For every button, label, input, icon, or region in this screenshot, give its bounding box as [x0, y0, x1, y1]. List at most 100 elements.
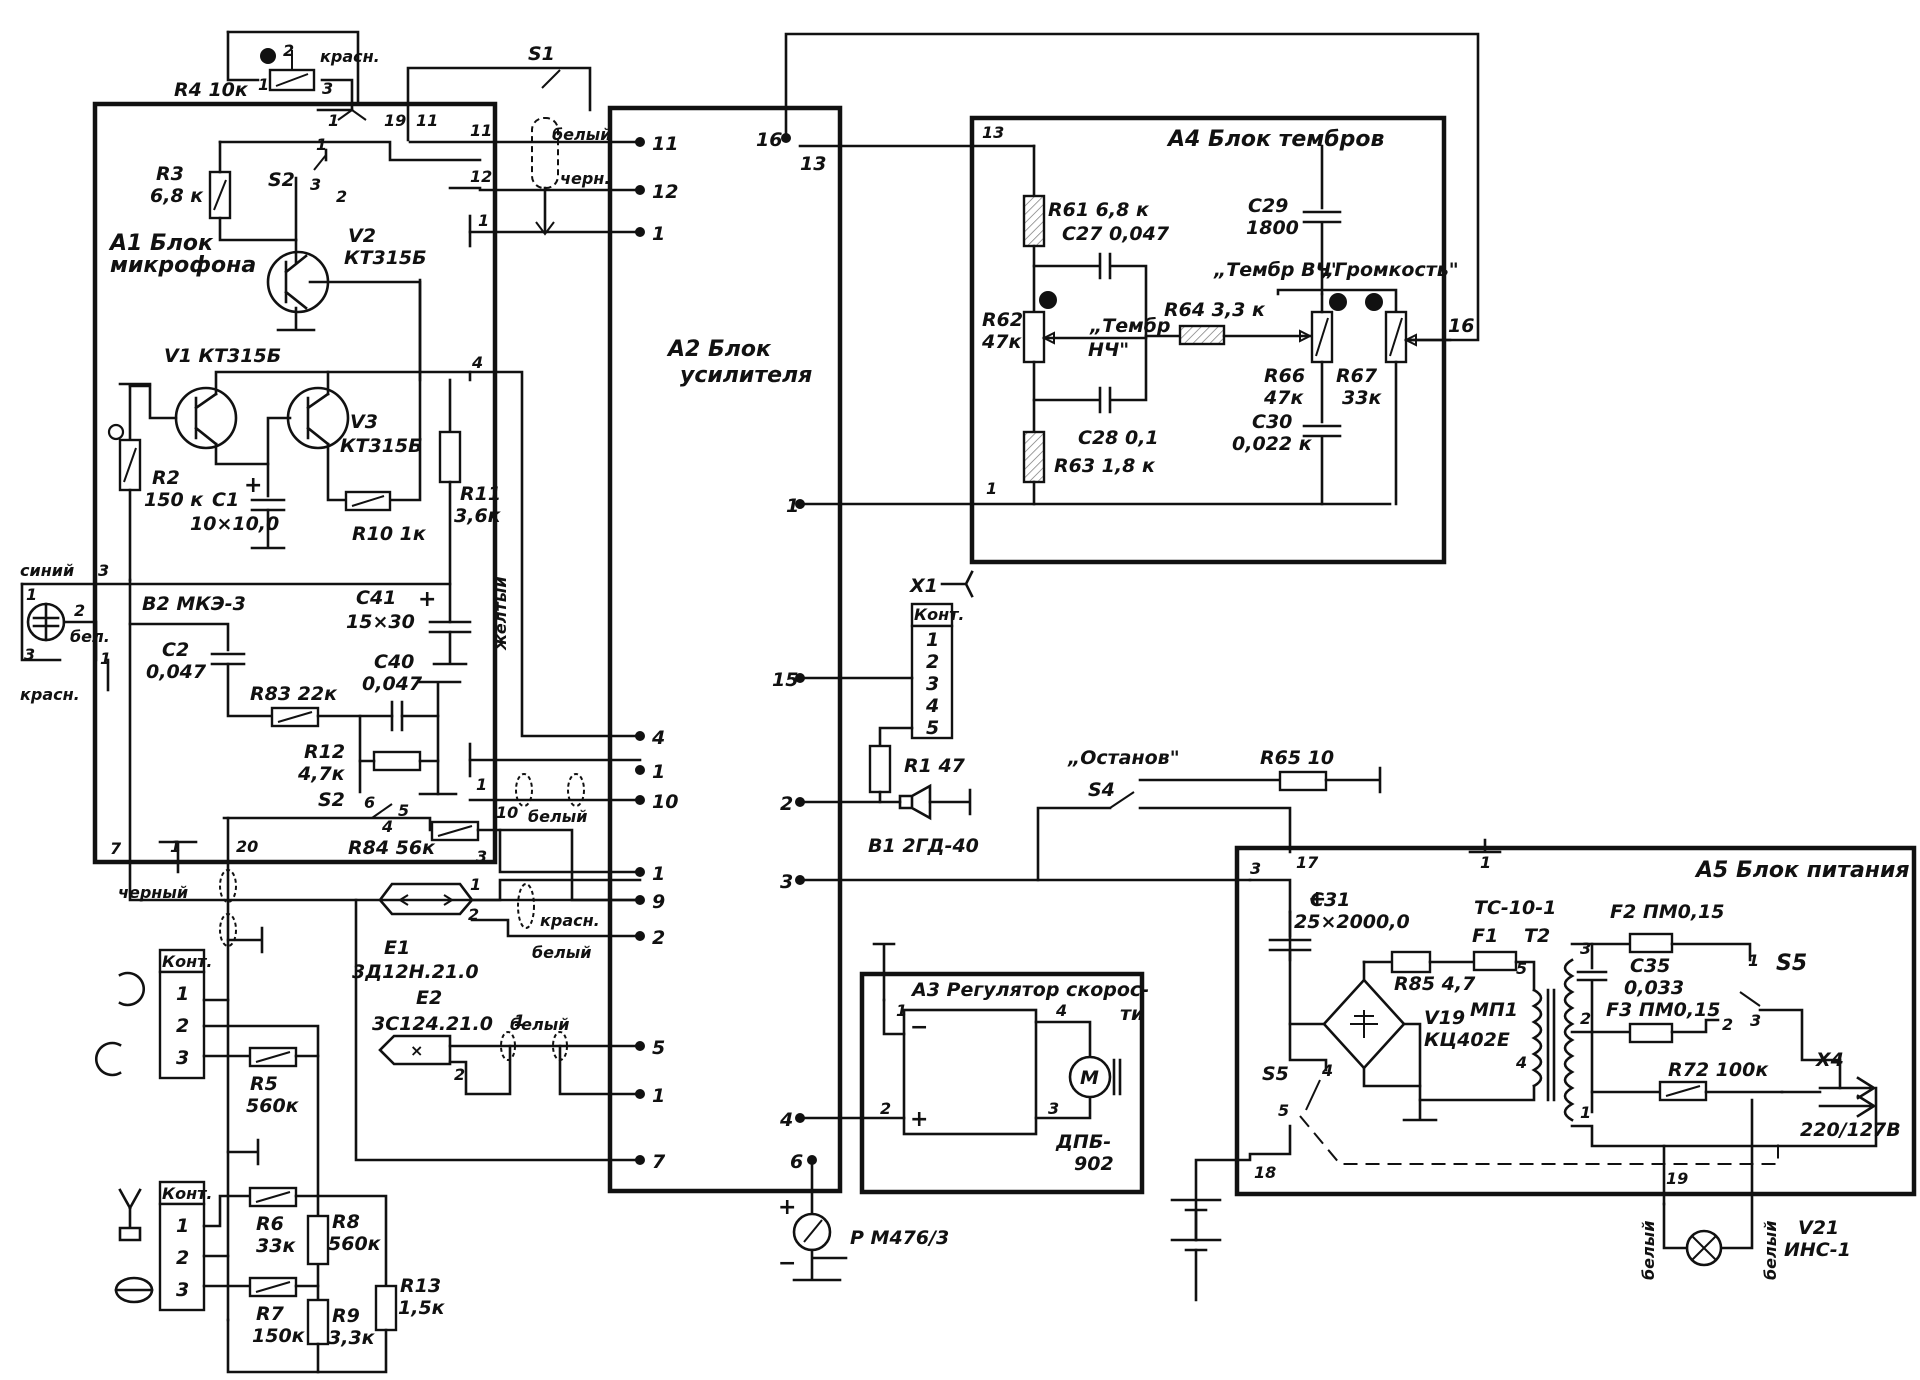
r85-resistor: [1390, 950, 1432, 974]
r9-value: 3,3к: [328, 1327, 376, 1349]
a2-pin-1a: 1: [652, 223, 665, 245]
c31-value: 25×2000,0: [1294, 911, 1410, 933]
block-a2-frame: [607, 105, 843, 1194]
v19-label: V19: [1424, 1007, 1465, 1029]
a5-pin-3: 3: [1250, 859, 1261, 878]
wire-label-bely-v21a: белый: [1639, 1221, 1658, 1280]
a5-pin-17: 17: [1296, 853, 1319, 872]
c2-label: C2: [162, 639, 189, 661]
a2-pin-1c: 1: [652, 863, 665, 885]
jack-table-header: Конт.: [162, 952, 212, 971]
svg-text:19: 19: [384, 111, 406, 130]
a5-pin-19: 19: [1666, 1169, 1688, 1188]
r11-resistor: [438, 430, 462, 484]
r62-value: 47к: [981, 331, 1022, 353]
motor-type-b: 902: [1074, 1153, 1114, 1175]
r12-value: 4,7к: [297, 763, 346, 785]
s5b-label: S5: [1262, 1063, 1289, 1085]
c41-value: 15×30: [346, 611, 415, 633]
a4-pin-1: 1: [986, 479, 997, 498]
svg-text:4: 4: [1515, 1053, 1527, 1072]
r7-value: 150к: [252, 1325, 306, 1347]
svg-text:3: 3: [24, 645, 35, 664]
svg-text:1: 1: [170, 837, 181, 856]
v19-type: КЦ402Е: [1424, 1029, 1510, 1051]
v3-type: КТ315Б: [340, 435, 423, 457]
s5-label: S5: [1776, 951, 1807, 976]
r72-label: R72 100к: [1668, 1059, 1769, 1081]
a2-pin-2r: 2: [780, 793, 793, 815]
a3-plus-sign: +: [910, 1107, 928, 1132]
r3-label: R3: [156, 163, 184, 185]
svg-text:1: 1: [514, 1011, 525, 1030]
svg-text:5: 5: [1516, 959, 1527, 978]
shielded-cable: [531, 117, 559, 189]
x1-row-1: 1: [926, 629, 939, 651]
a4-pin-13: 13: [982, 123, 1004, 142]
timbre-lf-label-b: НЧ": [1088, 339, 1129, 361]
f1-label: F1: [1472, 925, 1498, 947]
a2-pin-12: 12: [652, 181, 678, 203]
block-a2-subtitle: усилителя: [680, 363, 812, 388]
x4-label: X4: [1815, 1049, 1844, 1071]
svg-text:1: 1: [470, 875, 481, 894]
a3-pin-2: 2: [880, 1099, 891, 1118]
r11-label: R11: [460, 483, 501, 505]
wire-label-siniy: синий: [20, 561, 74, 580]
b1-label: B1 2ГД-40: [868, 835, 979, 857]
s2b-label: S2: [318, 789, 345, 811]
r12-resistor: [372, 750, 422, 772]
f1-fuse: [1472, 950, 1518, 972]
r10-label: R10 1к: [352, 523, 427, 545]
r11-value: 3,6к: [454, 505, 502, 527]
b2-label: B2 МКЭ-3: [142, 593, 246, 615]
a2-pin-1b: 1: [652, 761, 665, 783]
v21-type: ИНС-1: [1784, 1239, 1851, 1261]
line-jack-icon: [94, 1041, 122, 1077]
wire-label-bel-short: бел.: [70, 627, 110, 646]
antenna-icon: [118, 1188, 142, 1242]
x1-label: X1: [909, 575, 938, 597]
t2-secondary-winding: [1563, 958, 1575, 1122]
block-a1-subtitle: микрофона: [110, 253, 256, 278]
f3-fuse: [1628, 1022, 1674, 1044]
svg-text:1: 1: [100, 649, 111, 668]
e2-type: 3С124.21.0: [372, 1013, 493, 1035]
s4-label: S4: [1088, 779, 1115, 801]
speaker-icon: [898, 783, 932, 821]
svg-text:2: 2: [336, 187, 347, 206]
r2-adjust-icon: [107, 423, 125, 441]
wire-label-krasn-e1: красн.: [540, 911, 600, 930]
wire-label-krasn-top: красн.: [320, 47, 380, 66]
t2-core-label: ТС-10-1: [1474, 897, 1556, 919]
f2-fuse: [1628, 932, 1674, 954]
a2-pin-16: 16: [756, 129, 782, 151]
r8-resistor: [306, 1214, 330, 1266]
meter-minus-sign: −: [778, 1251, 796, 1276]
f3-label: F3 ПМ0,15: [1606, 999, 1721, 1021]
block-a1-title: A1 Блок: [108, 231, 214, 256]
a2-pin-10: 10: [652, 791, 678, 813]
svg-text:1: 1: [476, 775, 487, 794]
mains-label: 220/127В: [1800, 1119, 1901, 1141]
r67-knob-icon: [1365, 293, 1383, 311]
v1-transistor: [174, 386, 238, 450]
svg-text:2: 2: [454, 1065, 465, 1084]
wire-label-bely-10: белый: [528, 807, 587, 826]
t2-primary-winding: [1531, 988, 1543, 1088]
a5-pin-1: 1: [1480, 853, 1491, 872]
a2-pin-7: 7: [652, 1151, 666, 1173]
c29-label: C29: [1248, 195, 1288, 217]
v2-label: V2: [348, 225, 376, 247]
svg-text:5: 5: [1278, 1101, 1289, 1120]
r13-resistor: [374, 1284, 398, 1332]
r12-label: R12: [304, 741, 345, 763]
a3-pin-4: 4: [1055, 1001, 1067, 1020]
a5-pin-18: 18: [1254, 1163, 1276, 1182]
svg-text:2: 2: [468, 905, 479, 924]
r8-value: 560к: [328, 1233, 382, 1255]
x1-table-header: Конт.: [914, 605, 964, 624]
c1-value: 10×10,0: [190, 513, 279, 535]
r5-label: R5: [250, 1073, 278, 1095]
